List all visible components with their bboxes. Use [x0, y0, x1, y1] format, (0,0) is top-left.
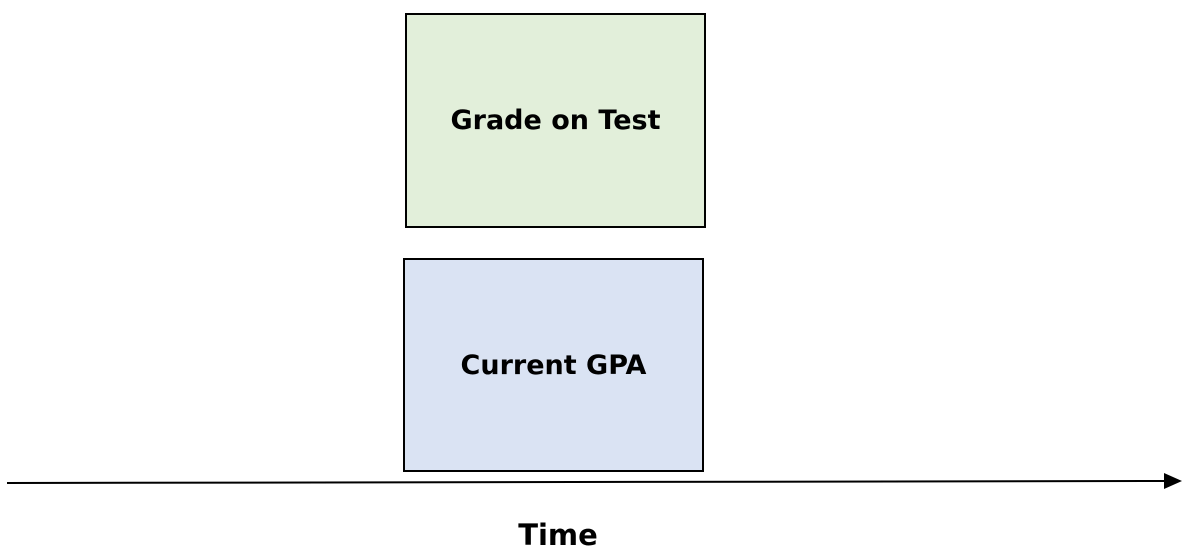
arrowhead-icon: [1164, 473, 1182, 489]
time-axis-arrow: [6, 473, 1182, 489]
grade-on-test-label: Grade on Test: [450, 105, 661, 136]
current-gpa-box: Current GPA: [403, 258, 704, 472]
grade-on-test-box: Grade on Test: [405, 13, 706, 228]
time-axis-line: [6, 480, 1167, 484]
time-axis-label: Time: [518, 518, 598, 552]
current-gpa-label: Current GPA: [460, 349, 647, 381]
